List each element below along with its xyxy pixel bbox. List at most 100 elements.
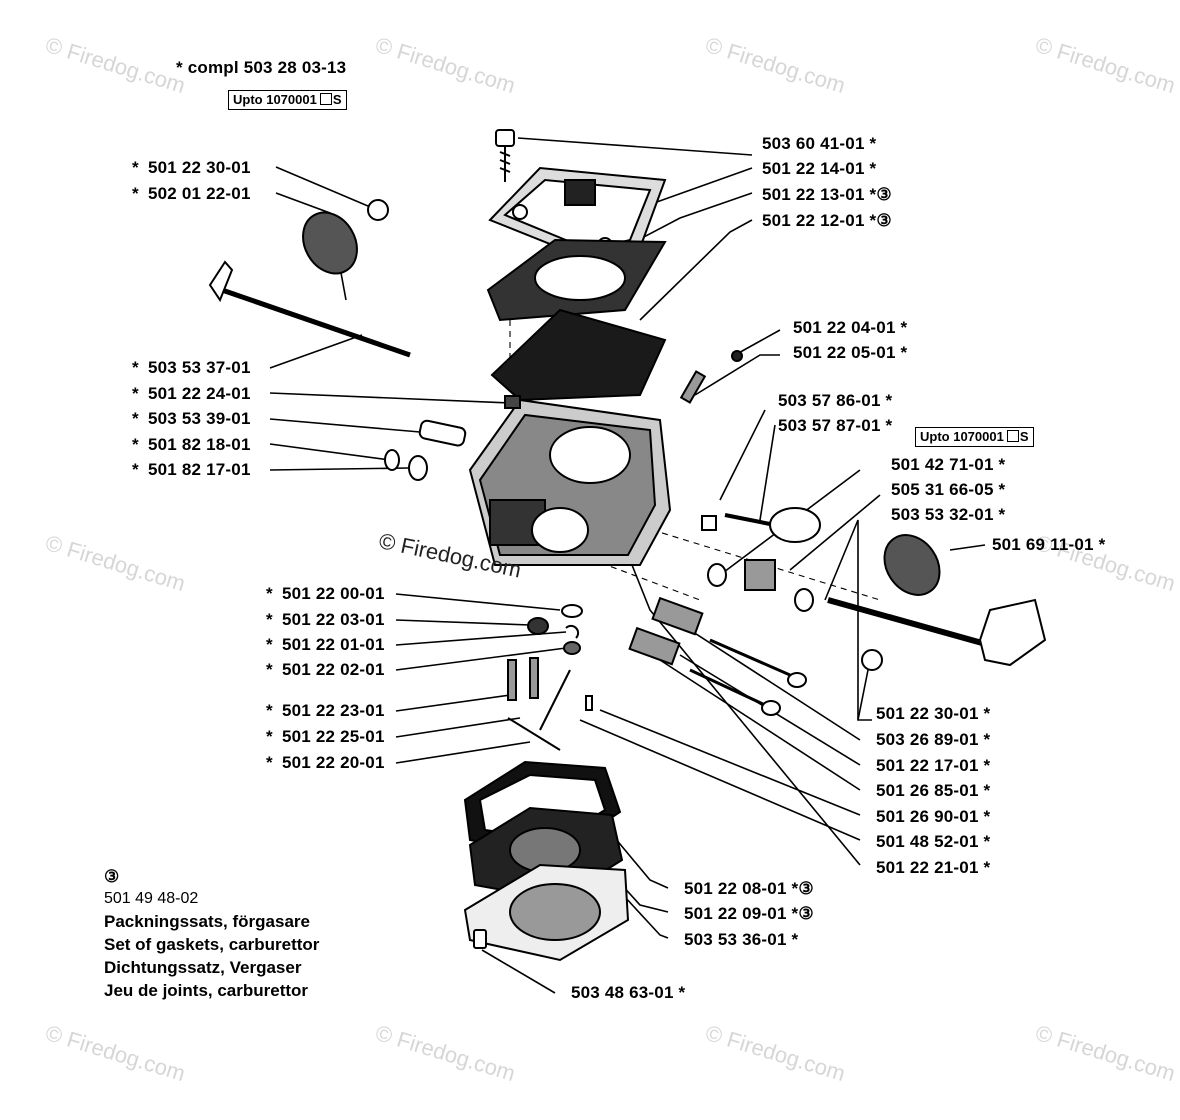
pin-part xyxy=(585,695,593,711)
part-label: 501 42 71-01 * xyxy=(891,455,1006,474)
leader-line xyxy=(517,137,753,156)
part-label: 501 26 85-01 * xyxy=(876,781,991,800)
needle-springs-part xyxy=(628,596,704,666)
part-label: *501 22 01-01 xyxy=(266,635,385,654)
part-label: *501 22 24-01 xyxy=(132,384,251,403)
leader-line xyxy=(949,544,986,551)
pump-diaphragm-part xyxy=(486,238,667,322)
part-label: 501 69 11-01 * xyxy=(992,535,1106,554)
leader-line xyxy=(694,354,780,396)
part-label: *501 22 20-01 xyxy=(266,753,385,772)
o-ring-part xyxy=(561,604,583,618)
part-label: 503 60 41-01 * xyxy=(762,134,877,153)
screw-left-part xyxy=(367,199,389,221)
needle-screws-part xyxy=(689,638,807,716)
choke-spring-parts xyxy=(707,559,814,612)
legend-line: Jeu de joints, carburettor xyxy=(104,981,309,1000)
part-label: 501 48 52-01 * xyxy=(876,832,991,851)
part-label: 503 48 63-01 * xyxy=(571,983,686,1002)
throttle-valve-disc-part xyxy=(302,211,358,275)
legend: ③ 501 49 48-02 Packningssats, förgasare … xyxy=(104,866,319,1002)
leader-line xyxy=(269,443,391,461)
part-label: *501 22 30-01 xyxy=(132,158,251,177)
part-label: 501 22 17-01 * xyxy=(876,756,991,775)
part-label: *501 82 18-01 xyxy=(132,435,251,454)
leader-line xyxy=(639,219,753,321)
part-label: 503 26 89-01 * xyxy=(876,730,991,749)
square-icon xyxy=(319,93,332,105)
part-label: 501 22 30-01 * xyxy=(876,704,991,723)
part-label: *502 01 22-01 xyxy=(132,184,251,203)
nut-part xyxy=(701,515,717,531)
leader-line xyxy=(579,719,861,841)
part-label: *501 22 23-01 xyxy=(266,701,385,720)
leader-line xyxy=(395,647,567,671)
leader-line xyxy=(269,334,363,369)
needle-seat-part xyxy=(504,395,521,409)
part-label: 503 57 86-01 * xyxy=(778,391,893,410)
lever-part xyxy=(507,669,571,751)
screw-top-part xyxy=(495,129,515,182)
leader-line xyxy=(395,741,531,764)
leader-line xyxy=(395,619,531,626)
upto-text: Upto 1070001 xyxy=(233,92,317,107)
upto-suffix: S xyxy=(1019,429,1029,444)
spring-small-part xyxy=(679,370,707,404)
part-label: *503 53 37-01 xyxy=(132,358,251,377)
upto-suffix: S xyxy=(332,92,342,107)
compl-title: * compl 503 28 03-13 xyxy=(176,58,347,77)
part-label: 501 22 13-01 *③ xyxy=(762,185,892,204)
choke-shaft-part xyxy=(827,597,1047,667)
cover-screw-part xyxy=(473,929,487,949)
pump-gasket-part xyxy=(490,308,667,402)
leader-line xyxy=(269,418,421,433)
choke-valve-disc-part xyxy=(883,534,941,596)
leader-line xyxy=(639,167,753,209)
part-label: 501 22 14-01 * xyxy=(762,159,877,178)
part-label: *501 22 03-01 xyxy=(266,610,385,629)
springs-part xyxy=(507,657,539,701)
legend-part-number: 501 49 48-02 xyxy=(104,890,199,907)
legend-line: Dichtungssatz, Vergaser xyxy=(104,958,302,977)
clip-part xyxy=(565,624,580,639)
part-label: *501 82 17-01 xyxy=(132,460,251,479)
legend-line: Packningssats, förgasare xyxy=(104,912,310,931)
leader-line xyxy=(395,717,521,738)
ball-part xyxy=(731,350,743,362)
part-label: *503 53 39-01 xyxy=(132,409,251,428)
leader-line xyxy=(269,392,511,404)
part-label: *501 22 00-01 xyxy=(266,584,385,603)
part-label: 501 22 12-01 *③ xyxy=(762,211,892,230)
part-label: *501 22 02-01 xyxy=(266,660,385,679)
upto-box-right: Upto 1070001 S xyxy=(915,427,1034,447)
leader-line xyxy=(789,494,881,571)
screen-part xyxy=(563,641,581,655)
leader-line xyxy=(395,593,561,611)
part-label: 501 22 05-01 * xyxy=(793,343,908,362)
part-label: 501 22 08-01 *③ xyxy=(684,879,814,898)
carburettor-body-part xyxy=(468,398,672,566)
leader-line xyxy=(395,694,511,712)
washer-part xyxy=(384,449,400,471)
throttle-shaft-part xyxy=(208,260,411,358)
square-icon xyxy=(1006,430,1019,442)
leader-line xyxy=(599,709,861,816)
part-label: *501 22 25-01 xyxy=(266,727,385,746)
leader-line xyxy=(759,424,776,521)
upto-text: Upto 1070001 xyxy=(920,429,1004,444)
legend-line: Set of gaskets, carburettor xyxy=(104,935,320,954)
seal-ring-part xyxy=(408,455,428,481)
leader-line xyxy=(719,409,766,501)
choke-screw-part xyxy=(861,649,883,671)
part-label: 501 22 09-01 *③ xyxy=(684,904,814,923)
legend-symbol: ③ xyxy=(104,867,120,886)
upto-box: Upto 1070001 S xyxy=(228,90,347,110)
part-label: 501 22 21-01 * xyxy=(876,858,991,877)
part-label: 503 53 36-01 * xyxy=(684,930,799,949)
part-label: 501 22 04-01 * xyxy=(793,318,908,337)
pump-cover-part xyxy=(488,166,667,262)
leader-line xyxy=(269,467,409,471)
leader-line xyxy=(275,166,376,210)
part-label: 505 31 66-05 * xyxy=(891,480,1006,499)
